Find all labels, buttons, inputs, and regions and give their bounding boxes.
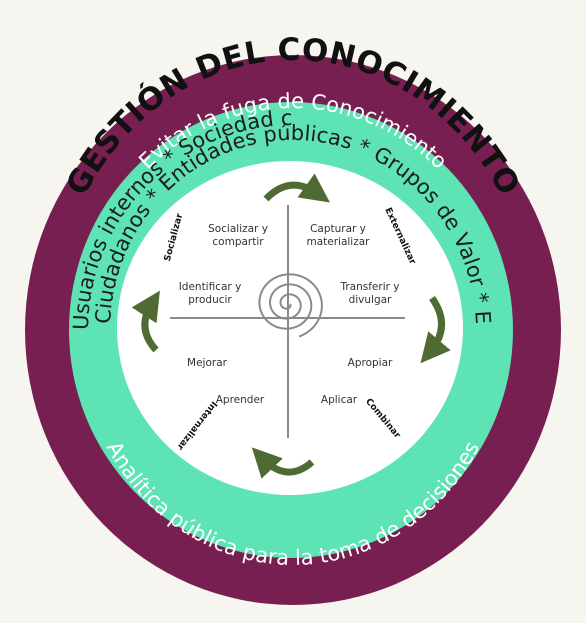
arrow-right-icon [420,295,451,364]
label-mejorar: Mejorar [187,357,228,369]
arrow-left-icon [131,290,160,353]
spiral-icon [258,273,323,338]
label-apropiar: Apropiar [348,357,393,369]
arrow-bottom-icon [251,447,315,479]
label-aplicar: Aplicar [321,394,358,406]
label-aprender: Aprender [216,394,265,406]
arrow-top-icon [263,173,330,203]
